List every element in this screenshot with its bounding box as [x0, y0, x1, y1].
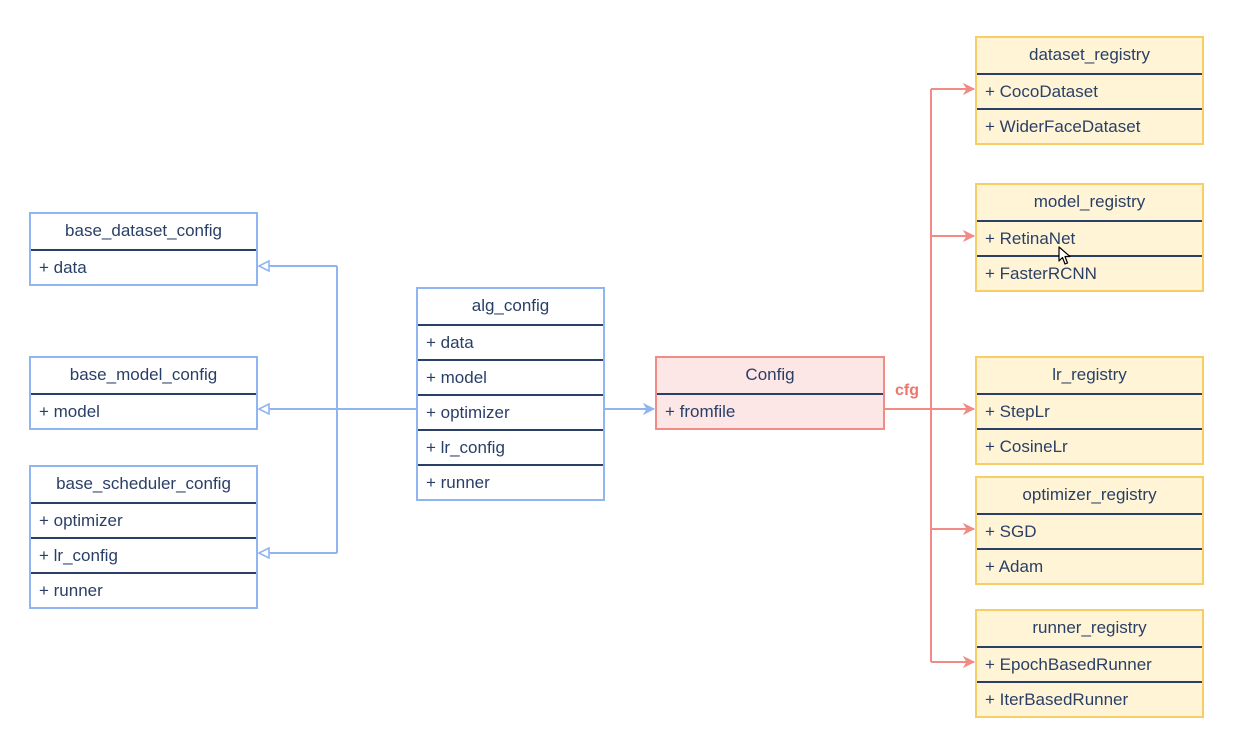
alg-config-box: alg_config + data + model + optimizer + …: [416, 287, 605, 501]
class-title: base_model_config: [69, 365, 218, 384]
class-attribute: + runner: [418, 464, 603, 499]
class-attribute: + model: [418, 359, 603, 394]
class-title: runner_registry: [1032, 618, 1147, 637]
class-title: model_registry: [1033, 192, 1146, 211]
cfg-edge-label: cfg: [895, 382, 919, 399]
class-attribute: + fromfile: [657, 393, 883, 428]
class-attribute: + CosineLr: [977, 428, 1202, 463]
class-title: alg_config: [471, 296, 550, 315]
class-title: base_scheduler_config: [56, 474, 231, 493]
class-title: optimizer_registry: [1022, 485, 1157, 504]
mouse-pointer-icon: [1058, 246, 1071, 265]
class-attribute: + EpochBasedRunner: [977, 646, 1202, 681]
class-attribute: + optimizer: [418, 394, 603, 429]
class-attribute: + runner: [31, 572, 256, 607]
base-scheduler-config-box: base_scheduler_config + optimizer + lr_c…: [29, 465, 258, 609]
class-attribute: + RetinaNet: [977, 220, 1202, 255]
class-attribute: + lr_config: [418, 429, 603, 464]
lr-registry-box: lr_registry + StepLr + CosineLr: [975, 356, 1204, 465]
class-attribute: + CocoDataset: [977, 73, 1202, 108]
config-box: Config + fromfile: [655, 356, 885, 430]
base-dataset-config-box: base_dataset_config + data: [29, 212, 258, 286]
model-registry-box: model_registry + RetinaNet + FasterRCNN: [975, 183, 1204, 292]
dataset-registry-box: dataset_registry + CocoDataset + WiderFa…: [975, 36, 1204, 145]
class-title: base_dataset_config: [65, 221, 222, 240]
class-attribute: + data: [31, 249, 256, 284]
class-attribute: + model: [31, 393, 256, 428]
class-title: Config: [745, 365, 795, 384]
class-title: dataset_registry: [1029, 45, 1150, 64]
class-attribute: + data: [418, 324, 603, 359]
class-attribute: + Adam: [977, 548, 1202, 583]
base-model-config-box: base_model_config + model: [29, 356, 258, 430]
class-attribute: + lr_config: [31, 537, 256, 572]
class-attribute: + WiderFaceDataset: [977, 108, 1202, 143]
optimizer-registry-box: optimizer_registry + SGD + Adam: [975, 476, 1204, 585]
class-attribute: + SGD: [977, 513, 1202, 548]
class-attribute: + FasterRCNN: [977, 255, 1202, 290]
class-attribute: + StepLr: [977, 393, 1202, 428]
runner-registry-box: runner_registry + EpochBasedRunner + Ite…: [975, 609, 1204, 718]
class-attribute: + IterBasedRunner: [977, 681, 1202, 716]
class-title: lr_registry: [1052, 365, 1127, 384]
class-attribute: + optimizer: [31, 502, 256, 537]
